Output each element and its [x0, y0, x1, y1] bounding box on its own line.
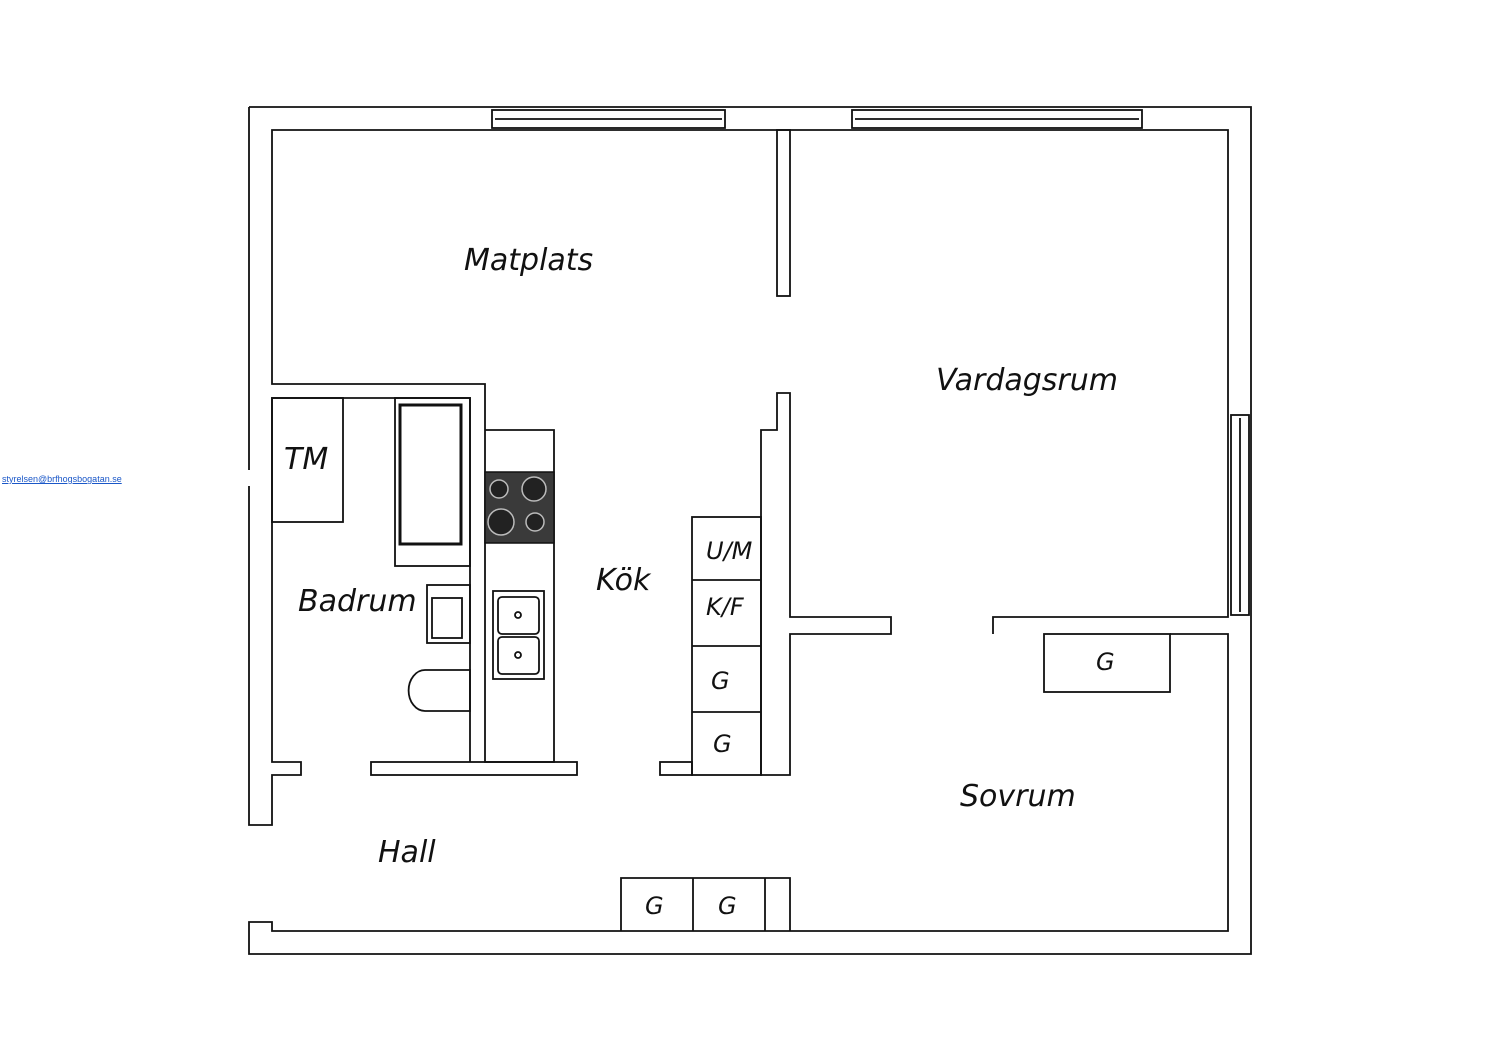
contact-email-link[interactable]: styrelsen@brfhogsbogatan.se — [2, 474, 122, 484]
kitchen-sink — [492, 590, 545, 680]
room-label-tm: TM — [284, 442, 328, 477]
stove — [484, 471, 555, 544]
room-label-matplats: Matplats — [464, 243, 593, 278]
room-label-vardagsrum: Vardagsrum — [936, 363, 1118, 398]
window-top-right — [851, 109, 1143, 129]
shower — [394, 397, 471, 567]
fixture-label-g-kitchen-1: G — [711, 667, 730, 695]
fixture-label-g-hall-1: G — [645, 892, 664, 920]
wall-segment — [659, 761, 693, 776]
bathroom-sink — [426, 584, 471, 644]
partition-wall-top — [776, 129, 791, 297]
window-top-left — [491, 109, 726, 129]
fixture-label-g-kitchen-2: G — [713, 730, 732, 758]
kitchen-right-wall — [760, 392, 892, 776]
toilet — [407, 669, 471, 712]
room-label-hall: Hall — [378, 835, 436, 870]
outer-wall — [248, 106, 1252, 955]
fixture-label-kf: K/F — [706, 593, 745, 621]
window-right — [1230, 414, 1250, 616]
fixture-label-um: U/M — [706, 537, 753, 565]
room-label-kok: Kök — [596, 563, 652, 598]
tm-box — [271, 397, 344, 523]
fixture-label-g-hall-2: G — [718, 892, 737, 920]
room-label-sovrum: Sovrum — [960, 779, 1076, 814]
room-label-badrum: Badrum — [298, 584, 417, 619]
wall-segment — [370, 761, 578, 776]
wardrobe-sovrum — [1043, 633, 1171, 693]
fixture-label-g-sovrum: G — [1096, 648, 1115, 676]
wardrobe-hall — [620, 877, 791, 931]
